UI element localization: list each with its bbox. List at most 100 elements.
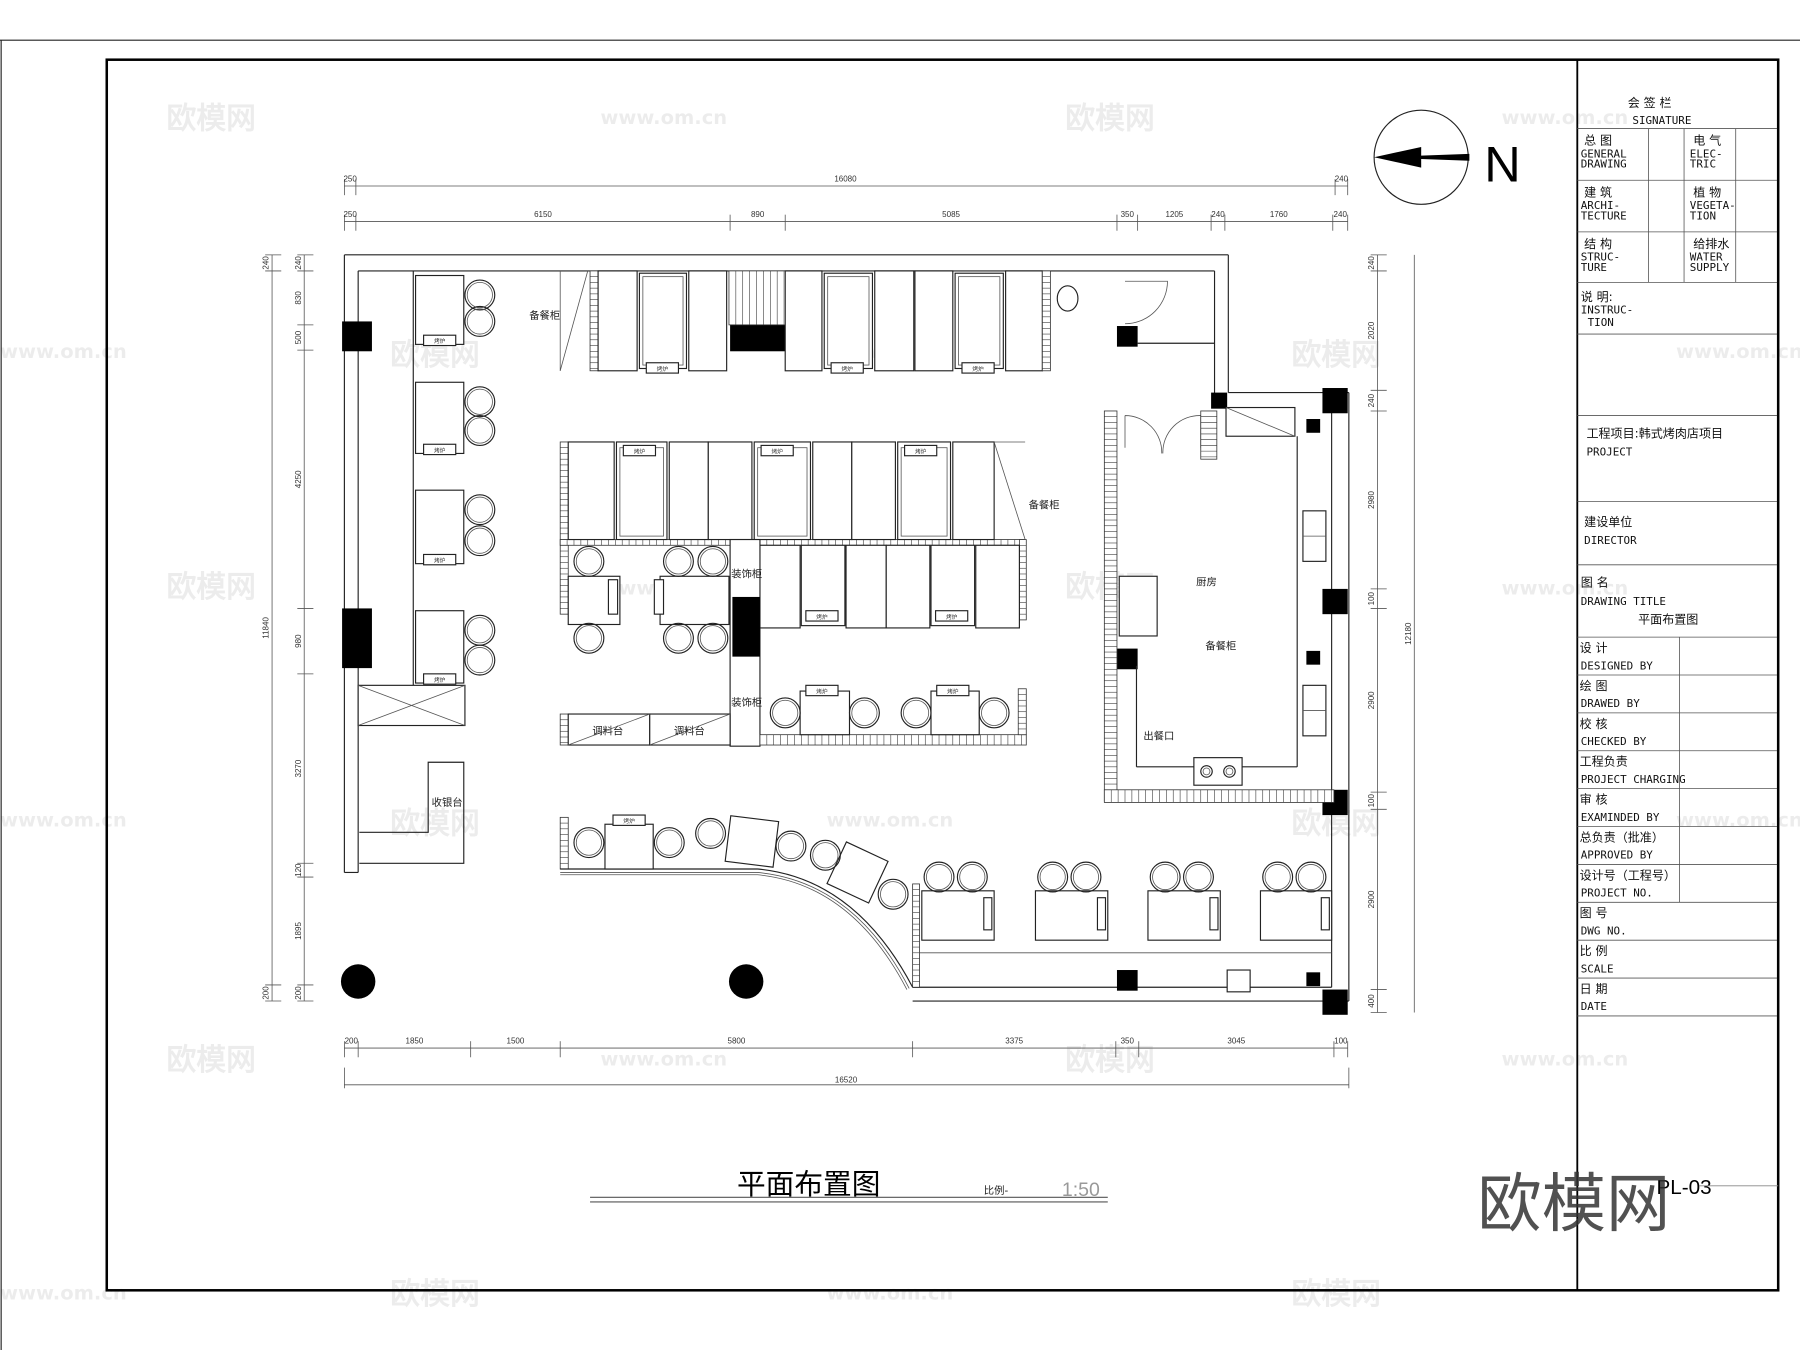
dimension-label: 16080 (834, 174, 857, 183)
watermark: www.om.cn (1502, 106, 1629, 129)
drawing-title-cn: 图 名 (1581, 575, 1609, 590)
discipline-en: STRUC- (1581, 251, 1620, 264)
dimension-label: 240 (294, 256, 303, 270)
dimension-label: 240 (1367, 393, 1376, 407)
dimension-label: 250 (343, 174, 357, 183)
table-tag (423, 553, 457, 566)
table-tag (830, 362, 864, 374)
brick-wall (759, 734, 1027, 746)
chair (464, 644, 496, 676)
dimension-label: 12180 (1404, 622, 1413, 645)
chair (464, 494, 496, 526)
signature-en: SIGNATURE (1632, 114, 1691, 127)
booth-bench (668, 441, 709, 541)
discipline-en: DRAWING (1581, 158, 1627, 171)
title-row-en: PROJECT NO. (1581, 887, 1653, 900)
dimension-label: 240 (1335, 174, 1349, 183)
serving-cabinet-label: 备餐柜 (529, 309, 560, 322)
column (1211, 392, 1228, 409)
title-row-cn: 日 期 (1580, 982, 1608, 996)
title-row-en: DATE (1581, 1000, 1607, 1013)
column (1322, 588, 1348, 615)
tag (607, 579, 619, 615)
dimension-label: 5085 (942, 210, 960, 219)
booth-bench (851, 441, 896, 541)
booth-bench (688, 270, 728, 372)
discipline-en: ARCHI- (1581, 199, 1620, 212)
watermark: 欧模网 (1065, 1043, 1154, 1078)
table (1147, 890, 1221, 941)
gas-stove (1193, 757, 1243, 786)
brick-wall (1103, 789, 1335, 803)
chair (464, 279, 496, 311)
chair (848, 697, 880, 729)
table-tag-label: 烤炉 (623, 817, 635, 825)
dimension-label: 6150 (534, 210, 552, 219)
dimension-label: 2020 (1367, 321, 1376, 339)
dimension-label: 240 (262, 256, 271, 270)
door-swing (1124, 280, 1168, 325)
title-row-en: APPROVED BY (1581, 849, 1654, 862)
column (342, 608, 372, 669)
watermark: www.om.cn (1502, 577, 1629, 600)
watermark: www.om.cn (0, 1281, 127, 1304)
booth-bench (707, 441, 753, 541)
north-arrow: N (1373, 109, 1521, 205)
watermark: www.om.cn (0, 809, 127, 832)
table-tag-label: 烤炉 (915, 447, 927, 455)
booth-table (753, 441, 812, 541)
dimension-label: 2980 (1367, 490, 1376, 508)
dimension-label: 1500 (507, 1036, 525, 1045)
brick-wall (1017, 688, 1027, 736)
dimension-label: 100 (1367, 793, 1376, 807)
north-arrow-icon (1374, 153, 1470, 161)
booth-bench (845, 544, 887, 629)
watermark: 欧模网 (166, 1043, 255, 1078)
table-tag (645, 362, 680, 374)
tag (653, 579, 665, 615)
drawing-title-block: 平面布置图 比例- 1:50 PL-03 欧模网 (590, 1167, 1779, 1242)
dimension-label: 120 (294, 863, 303, 877)
discipline-cn: 植 物 (1693, 184, 1721, 199)
watermark: www.om.cn (1502, 1047, 1629, 1070)
chair (697, 545, 729, 577)
chair (573, 622, 605, 654)
discipline-en: SUPPLY (1690, 261, 1730, 274)
table-tag (961, 362, 995, 374)
table (724, 815, 780, 868)
discipline-en: GENERAL (1581, 147, 1627, 160)
discipline-cn: 建 筑 (1584, 184, 1612, 199)
dimension-label: 890 (751, 210, 765, 219)
discipline-cn: 结 构 (1584, 236, 1612, 251)
chair (900, 697, 932, 729)
chair (769, 697, 801, 729)
table-tag-label: 烤炉 (816, 687, 828, 695)
chair (573, 545, 605, 577)
column (1306, 972, 1321, 987)
chair (464, 525, 496, 557)
table-tag-label: 烤炉 (947, 687, 959, 695)
title-row-cn: 校 核 (1580, 716, 1608, 731)
seasoning-counter-label: 调料台 (674, 725, 705, 738)
title-row-en: PROJECT CHARGING (1581, 773, 1686, 786)
wash-basin (1056, 285, 1079, 312)
brick-wall (559, 539, 1026, 546)
table-tag-label: 烤炉 (434, 557, 446, 565)
chair (1295, 861, 1327, 893)
booth-bench (885, 544, 931, 629)
booth-table (615, 441, 668, 541)
drawing-title-en: DRAWING TITLE (1581, 595, 1666, 608)
brick-wall (559, 816, 569, 870)
brick-wall (1200, 410, 1218, 460)
table-tag (805, 684, 839, 697)
booth-table (897, 441, 952, 541)
project-en: PROJECT (1586, 446, 1632, 459)
watermark: 欧模网 (390, 1277, 479, 1312)
serving-cabinet-label: 备餐柜 (1029, 499, 1060, 512)
serving-cabinet-label: 备餐柜 (1205, 640, 1236, 653)
table (1034, 890, 1109, 941)
tag (983, 897, 993, 931)
table-tag-label: 烤炉 (972, 365, 984, 373)
